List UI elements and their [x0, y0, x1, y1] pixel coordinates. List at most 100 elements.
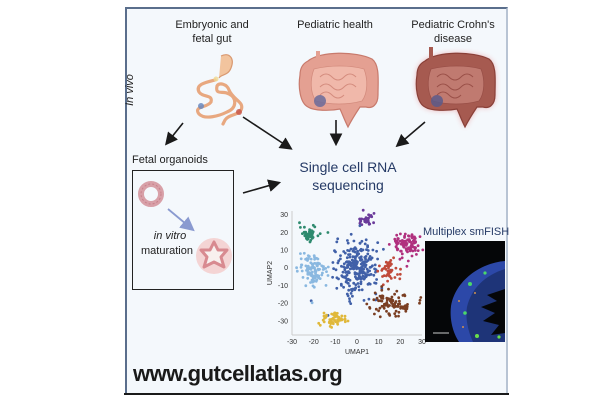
umap-point-red — [387, 274, 391, 278]
umap-point-light-blue — [300, 269, 304, 273]
umap-point-yellow — [340, 314, 344, 318]
y-tick-label: 20 — [280, 230, 288, 237]
umap-point-magenta — [387, 243, 391, 246]
umap-point-light-blue — [309, 281, 312, 284]
umap-point-blue — [346, 239, 349, 242]
umap-point-yellow — [330, 312, 334, 316]
umap-point-blue — [336, 237, 340, 241]
umap-point-blue — [341, 270, 345, 274]
umap-point-blue — [371, 248, 375, 252]
umap-point-light-blue — [313, 257, 316, 261]
umap-point-light-blue — [304, 284, 308, 288]
umap-point-blue — [376, 241, 380, 244]
umap-point-magenta — [411, 249, 415, 253]
umap-point-blue — [374, 270, 377, 274]
umap-point-blue — [365, 267, 369, 271]
umap-point-blue — [375, 278, 378, 281]
umap-point-blue — [367, 297, 371, 301]
umap-point-light-blue — [324, 267, 328, 270]
umap-point-brown — [383, 304, 387, 307]
umap-point-blue — [373, 281, 376, 285]
umap-point-blue — [350, 261, 354, 265]
umap-point-blue — [342, 262, 346, 266]
umap-point-blue — [357, 285, 361, 288]
umap-point-yellow — [318, 323, 322, 327]
umap-point-blue — [359, 282, 363, 286]
umap-point-magenta — [416, 244, 420, 248]
umap-point-yellow — [343, 317, 347, 321]
umap-point-blue — [339, 254, 342, 257]
umap-point-brown — [378, 315, 382, 319]
umap-point-blue — [360, 249, 363, 253]
umap-point-blue — [360, 239, 364, 243]
umap-point-blue — [347, 249, 351, 253]
umap-point-red — [384, 274, 388, 278]
umap-point-blue — [364, 238, 368, 242]
umap-point-blue — [334, 268, 338, 272]
umap-point-blue — [355, 252, 359, 256]
umap-point-magenta — [396, 239, 399, 243]
umap-point-blue — [360, 288, 364, 292]
umap-point-light-blue — [317, 261, 320, 265]
umap-point-brown — [395, 304, 399, 308]
umap-point-brown — [404, 309, 408, 313]
umap-point-red — [390, 262, 393, 266]
umap-point-light-blue — [313, 255, 316, 259]
umap-point-red — [376, 269, 380, 273]
umap-point-brown — [368, 306, 372, 310]
umap-point-blue — [346, 294, 350, 298]
umap-point-blue — [339, 257, 342, 261]
umap-point-blue — [363, 256, 367, 259]
umap-point-blue — [331, 275, 334, 279]
umap-point-blue — [372, 273, 376, 277]
umap-point-brown — [380, 285, 384, 288]
website-url[interactable]: www.gutcellatlas.org — [133, 361, 343, 386]
umap-point-magenta — [409, 240, 413, 244]
umap-point-purple — [372, 212, 376, 215]
umap-point-magenta — [393, 237, 397, 241]
umap-point-purple — [359, 219, 363, 223]
umap-point-magenta — [394, 245, 398, 249]
umap-point-magenta — [421, 248, 425, 252]
umap-point-blue — [366, 252, 370, 256]
umap-point-blue — [349, 292, 353, 295]
umap-point-yellow — [336, 322, 340, 326]
umap-point-purple — [367, 216, 370, 220]
umap-point-light-blue — [324, 284, 328, 287]
umap-point-blue — [348, 300, 351, 303]
umap-point-blue — [375, 249, 378, 253]
umap-point-brown — [390, 295, 394, 299]
mature-organoid-icon — [196, 238, 232, 274]
umap-point-light-blue — [310, 270, 314, 274]
umap-point-blue — [357, 276, 361, 280]
umap-point-red — [381, 275, 384, 278]
umap-point-blue — [353, 250, 357, 254]
umap-point-light-blue — [299, 252, 302, 255]
umap-point-brown — [391, 302, 394, 306]
umap-point-blue — [337, 277, 340, 281]
maturation-label: maturation — [141, 245, 193, 257]
label-pediatric-crohns: Pediatric Crohn's disease — [411, 19, 495, 45]
umap-point-brown — [418, 301, 421, 305]
umap-point-brown — [399, 305, 403, 308]
umap-point-magenta — [399, 249, 403, 253]
umap-point-magenta — [409, 247, 413, 251]
umap-point-blue — [366, 259, 370, 262]
umap-point-blue — [373, 263, 377, 267]
umap-point-blue — [352, 266, 356, 270]
umap-point-light-blue — [316, 275, 320, 278]
umap-point-blue — [369, 258, 373, 261]
umap-point-green — [301, 232, 304, 235]
umap-point-blue — [346, 241, 350, 245]
umap-point-blue — [352, 281, 356, 285]
umap-point-green — [309, 239, 313, 242]
umap-point-brown — [375, 296, 379, 300]
umap-point-blue — [358, 272, 362, 275]
umap-point-light-blue — [300, 263, 303, 267]
umap-point-red — [386, 279, 389, 283]
umap-point-brown — [385, 309, 388, 313]
x-tick-label: 10 — [375, 339, 383, 346]
umap-point-brown — [380, 288, 384, 292]
healthy-colon-icon — [298, 51, 379, 129]
x-tick-label: -30 — [287, 339, 297, 346]
